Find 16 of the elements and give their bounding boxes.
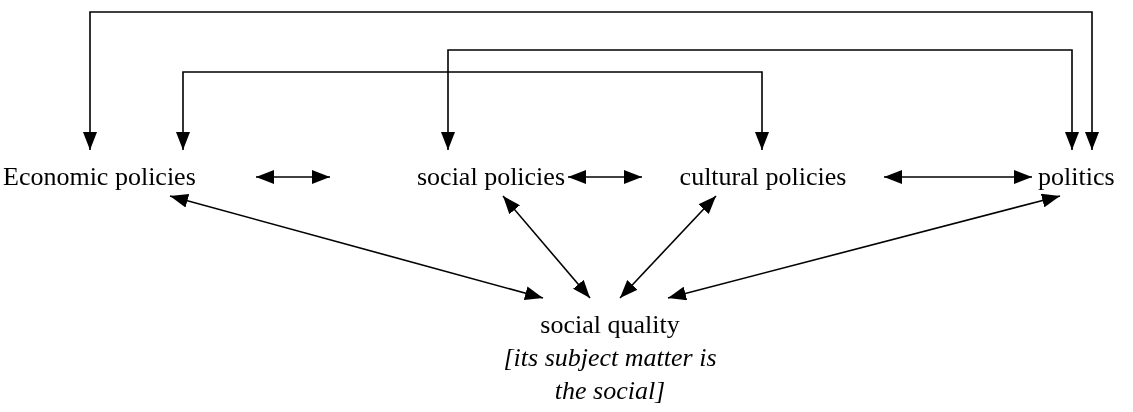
arrow	[567, 170, 643, 184]
arrow	[169, 194, 544, 300]
node-label: politics	[1038, 162, 1116, 192]
arrow	[619, 195, 717, 299]
arrow	[502, 195, 591, 299]
arrow	[83, 11, 1099, 151]
node-label: social quality	[539, 309, 681, 341]
arrow	[667, 193, 1061, 301]
arrow	[255, 170, 331, 184]
node-subtitle: [its subject matter is the social]	[502, 342, 718, 407]
node-label: social policies	[416, 162, 565, 192]
arrow	[883, 170, 1033, 184]
arrow	[441, 49, 1079, 151]
node-label: Economic policies	[3, 162, 197, 192]
node-label: cultural policies	[678, 162, 848, 192]
arrow	[176, 71, 769, 151]
